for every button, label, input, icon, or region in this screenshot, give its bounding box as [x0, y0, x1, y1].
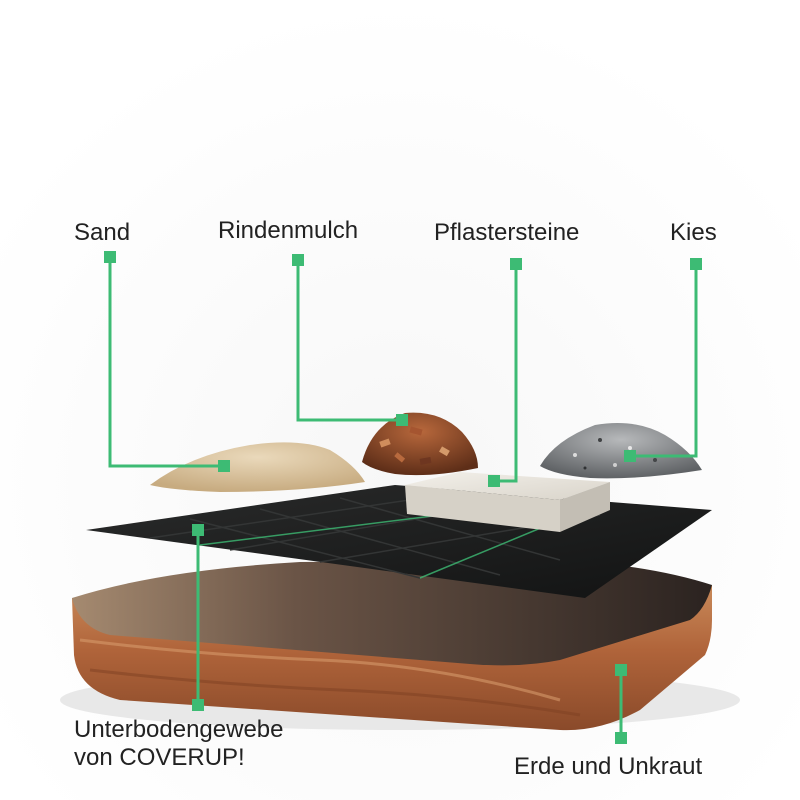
label-erde-und-unkraut: Erde und Unkraut	[514, 753, 703, 780]
mulch-pile	[362, 412, 478, 476]
gravel-pile	[540, 422, 702, 479]
marker-kies-end	[624, 450, 636, 462]
marker-unterbodengewebe-end	[192, 699, 204, 711]
leader-sand	[108, 258, 224, 468]
marker-rindenmulch-top	[292, 254, 304, 266]
marker-pflastersteine-top	[510, 258, 522, 270]
label-kies: Kies	[670, 219, 717, 246]
leader-markers	[104, 251, 702, 744]
label-pflastersteine: Pflastersteine	[434, 219, 580, 246]
label-unterbodengewebe-line1: Unterbodengewebe	[74, 716, 284, 743]
leader-rindenmulch	[296, 260, 402, 422]
marker-kies-top	[690, 258, 702, 270]
leader-kies	[630, 264, 698, 458]
leader-pflastersteine	[494, 264, 518, 483]
label-unterbodengewebe: Unterbodengewebe von COVERUP!	[74, 716, 284, 772]
paver-stone	[405, 472, 610, 532]
marker-erde-top	[615, 664, 627, 676]
marker-pflastersteine-end	[488, 475, 500, 487]
sand-pile	[150, 442, 365, 492]
marker-sand-end	[218, 460, 230, 472]
label-rindenmulch: Rindenmulch	[218, 217, 359, 244]
marker-sand-top	[104, 251, 116, 263]
marker-unterbodengewebe-top	[192, 524, 204, 536]
leader-lines	[108, 258, 698, 738]
label-sand: Sand	[74, 219, 131, 246]
marker-erde-end	[615, 732, 627, 744]
marker-rindenmulch-end	[396, 414, 408, 426]
label-unterbodengewebe-line2: von COVERUP!	[74, 744, 245, 771]
